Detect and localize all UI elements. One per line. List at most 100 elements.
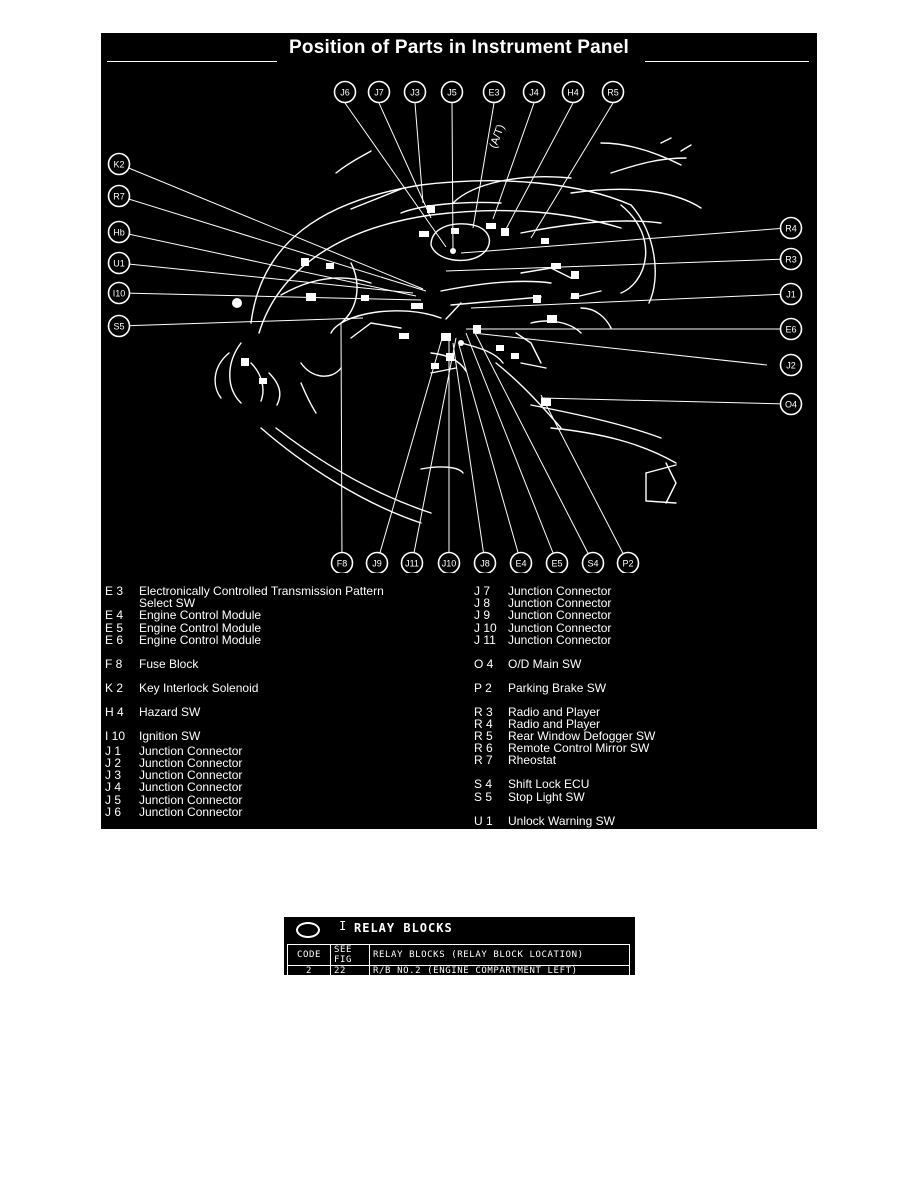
callout-circle: [616, 551, 640, 573]
callout-circle: [333, 80, 357, 104]
callout-left-3: U1: [107, 251, 131, 275]
relay-table: CODE SEE FIG RELAY BLOCKS (RELAY BLOCK L…: [287, 944, 630, 977]
callout-circle: [365, 551, 389, 573]
callout-bottom-2: J11: [400, 551, 424, 573]
callout-label: J5: [447, 87, 457, 97]
callout-label: K2: [113, 159, 124, 169]
callout-label: F8: [337, 558, 348, 568]
callout-label: J11: [405, 558, 419, 568]
callout-right-4: J2: [779, 353, 803, 377]
relay-header-fig: SEE FIG: [330, 944, 370, 966]
callout-label: E3: [488, 87, 499, 97]
relay-blocks-table: I RELAY BLOCKS CODE SEE FIG RELAY BLOCKS…: [284, 917, 635, 977]
callout-right-1: R3: [779, 247, 803, 271]
callout-circle: [107, 281, 131, 305]
relay-title: RELAY BLOCKS: [354, 921, 453, 935]
callout-circle: [107, 184, 131, 208]
relay-cell-code: 2: [287, 965, 331, 977]
callout-label: S5: [113, 321, 124, 331]
connector-clusters: [232, 205, 579, 406]
callout-circle: [581, 551, 605, 573]
callout-label: R7: [113, 191, 125, 201]
callout-top-2: J3: [403, 80, 427, 104]
callout-label: Hb: [113, 227, 125, 237]
relay-header-location: RELAY BLOCKS (RELAY BLOCK LOCATION): [369, 944, 630, 966]
callout-bottom-1: J9: [365, 551, 389, 573]
callout-circle: [367, 80, 391, 104]
callout-label: S4: [587, 558, 598, 568]
callout-top-4: E3: [482, 80, 506, 104]
callout-bottom-3: J10: [437, 551, 461, 573]
relay-header-code: CODE: [287, 944, 331, 966]
callout-bottom-4: J8: [473, 551, 497, 573]
callout-label: J7: [374, 87, 384, 97]
callout-circle: [330, 551, 354, 573]
callout-circle: [107, 220, 131, 244]
callout-left-4: I10: [107, 281, 131, 305]
callout-right-3: E6: [779, 317, 803, 341]
callout-label: E4: [515, 558, 526, 568]
callout-circle: [440, 80, 464, 104]
callout-circle: [779, 216, 803, 240]
callout-top-0: J6: [333, 80, 357, 104]
table-row: 2 22 R/B NO.2 (ENGINE COMPARTMENT LEFT): [287, 965, 630, 977]
callout-circle: [107, 314, 131, 338]
callout-circle: [779, 353, 803, 377]
callout-label: J9: [372, 558, 382, 568]
dashboard-wiring-diagram: (A/T) J6J7J3J5E3J4H4R5K2R7HbU1I10S5R4R3J…: [107, 80, 803, 573]
callout-label: J6: [340, 87, 350, 97]
relay-separator: I: [339, 919, 347, 933]
callout-circle: [509, 551, 533, 573]
legend-row: Select SW: [139, 596, 196, 611]
callout-label: J3: [410, 87, 420, 97]
callout-label: U1: [113, 258, 125, 268]
callout-circle: [779, 317, 803, 341]
callout-circle: [437, 551, 461, 573]
callout-circle: [107, 152, 131, 176]
callout-label: J8: [480, 558, 490, 568]
callout-left-1: R7: [107, 184, 131, 208]
callout-bottom-7: S4: [581, 551, 605, 573]
callout-label: O4: [785, 399, 797, 409]
callout-circle: [482, 80, 506, 104]
callout-label: E6: [785, 324, 796, 334]
callout-bottom-6: E5: [545, 551, 569, 573]
title-rule-left: [107, 61, 277, 62]
callout-label: J10: [442, 558, 457, 568]
callout-circle: [779, 247, 803, 271]
callout-left-2: Hb: [107, 220, 131, 244]
relay-cell-location: R/B NO.2 (ENGINE COMPARTMENT LEFT): [369, 965, 630, 977]
callout-label: H4: [567, 87, 579, 97]
callout-label: J1: [786, 289, 796, 299]
instrument-panel-figure: Position of Parts in Instrument Panel: [101, 33, 817, 829]
callout-label: P2: [622, 558, 633, 568]
relay-cell-fig: 22: [330, 965, 370, 977]
callout-circle: [601, 80, 625, 104]
callout-label: E5: [551, 558, 562, 568]
at-annotation: (A/T): [488, 123, 508, 150]
callout-circle: [522, 80, 546, 104]
